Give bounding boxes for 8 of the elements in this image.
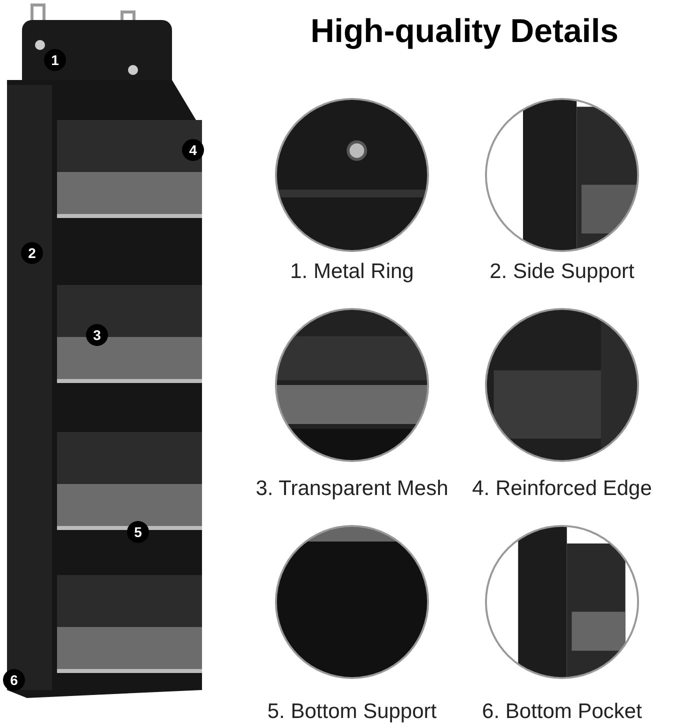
caption: 1. Metal Ring xyxy=(289,259,415,285)
caption: 5. Bottom Support xyxy=(266,699,438,725)
caption: 4. Reinforced Edge xyxy=(471,476,653,502)
caption: 3. Transparent Mesh xyxy=(254,476,450,502)
caption: 2. Side Support xyxy=(488,259,636,285)
title: High-quality Details xyxy=(309,11,620,51)
callout-number: 6 xyxy=(3,669,25,691)
caption: 6. Bottom Pocket xyxy=(481,699,643,725)
